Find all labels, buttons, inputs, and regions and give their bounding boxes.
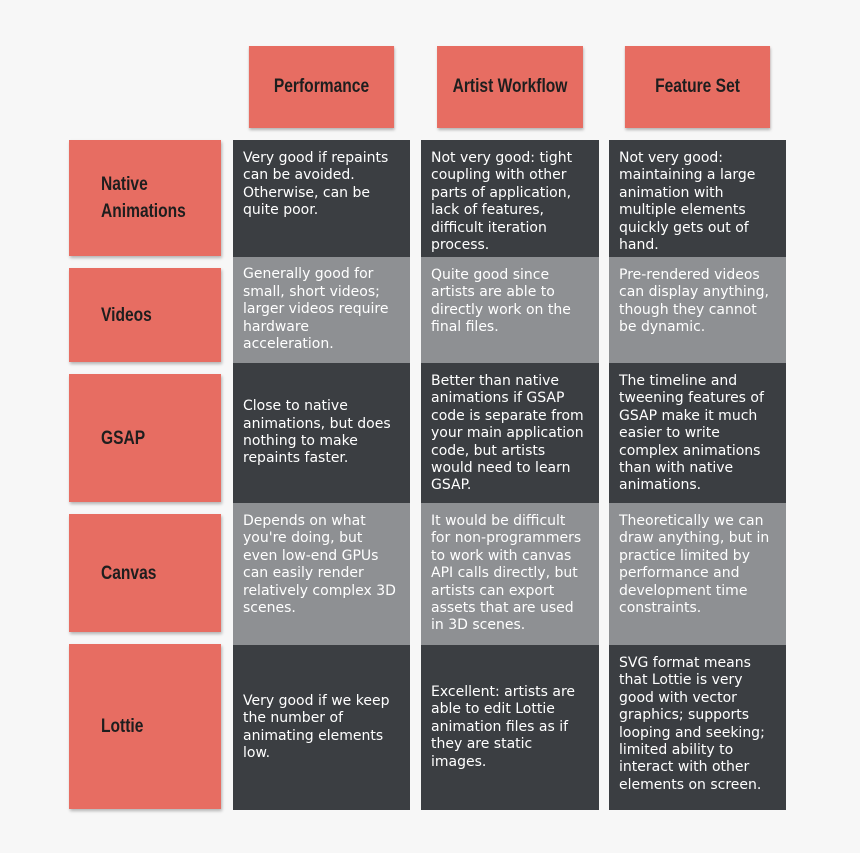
row-header-label: Lottie: [101, 716, 144, 737]
table-cell: It would be difficult for non-programmer…: [421, 503, 599, 645]
table-cell: Very good if repaints can be avoided. Ot…: [233, 140, 410, 257]
row-header-label: Videos: [101, 304, 152, 326]
table-cell: Close to native animations, but does not…: [233, 363, 410, 503]
table-cell: Depends on what you're doing, but even l…: [233, 503, 410, 645]
column-header-performance: Performance: [248, 46, 395, 128]
table-cell: Pre-rendered videos can display anything…: [609, 257, 786, 363]
table-cell: Not very good: maintaining a large anima…: [609, 140, 786, 257]
table-cell: SVG format means that Lottie is very goo…: [609, 645, 786, 810]
table-cell: Better than native animations if GSAP co…: [421, 363, 599, 503]
table-cell: The timeline and tweening features of GS…: [609, 363, 786, 503]
table-cell: Not very good: tight coupling with other…: [421, 140, 599, 257]
table-cell: Quite good since artists are able to dir…: [421, 257, 599, 363]
table-cell: Very good if we keep the number of anima…: [233, 645, 410, 810]
row-header-label: Native Animations: [101, 174, 186, 222]
column-header-artist-workflow: Artist Workflow: [437, 46, 583, 128]
row-header-canvas: Canvas: [69, 514, 221, 632]
row-header-gsap: GSAP: [69, 374, 221, 502]
column-header-feature-set: Feature Set: [624, 46, 771, 128]
table-cell: Generally good for small, short videos; …: [233, 257, 410, 363]
row-header-native-animations: Native Animations: [69, 140, 221, 256]
row-header-lottie: Lottie: [69, 644, 221, 809]
row-header-label: GSAP: [101, 427, 146, 449]
table-cell: Excellent: artists are able to edit Lott…: [421, 645, 599, 810]
table-cell: Theoretically we can draw anything, but …: [609, 503, 786, 645]
row-header-videos: Videos: [69, 268, 221, 362]
row-header-label: Canvas: [101, 562, 157, 584]
